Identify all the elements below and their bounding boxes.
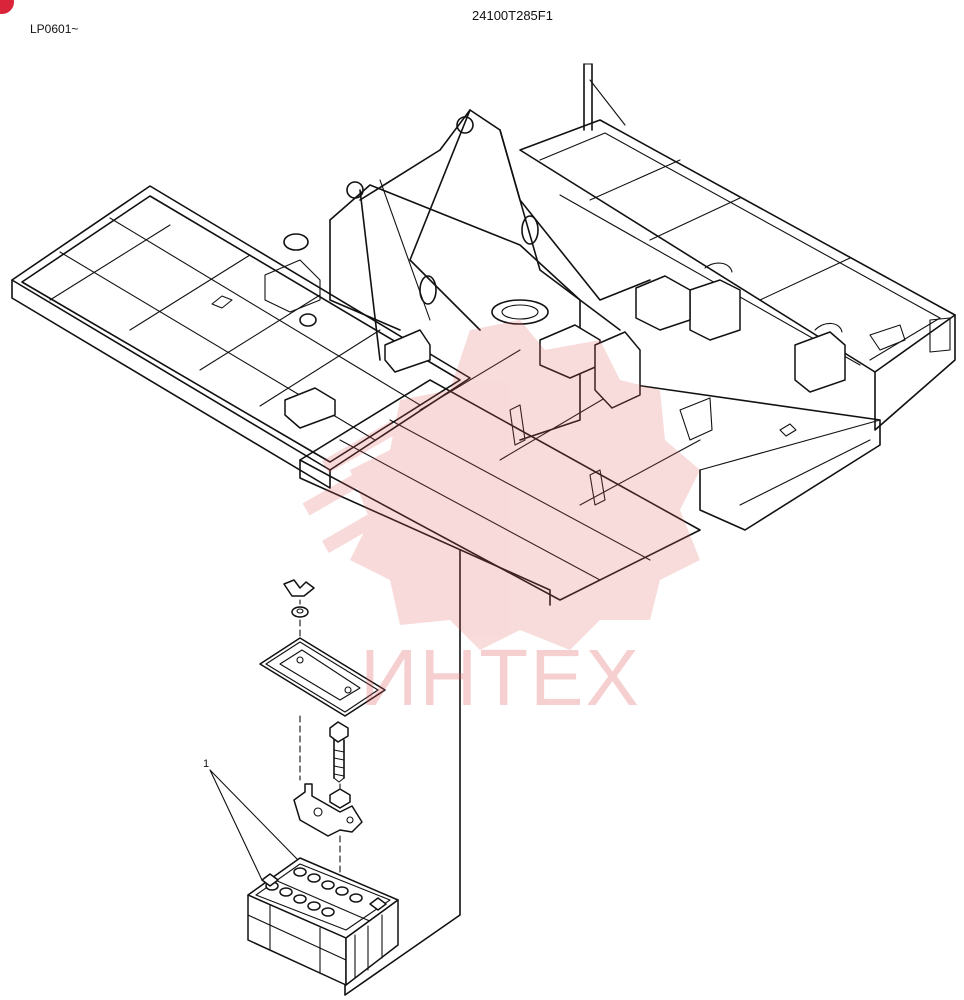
battery-hold-down-parts xyxy=(259,579,386,881)
callout-leader xyxy=(209,769,299,881)
wing-nut xyxy=(283,579,315,597)
callout-label-1: 1 xyxy=(203,758,210,770)
upper-frame xyxy=(11,63,956,606)
hold-down-plate xyxy=(259,637,386,717)
hold-down-bolt xyxy=(329,721,349,783)
battery-bracket xyxy=(293,783,363,837)
serial-range-label: LP0601~ xyxy=(30,22,79,36)
washer xyxy=(291,606,309,618)
hex-nut xyxy=(329,788,351,809)
watermark-gear-logo xyxy=(302,320,700,650)
watermark-text: ИНТЕХ xyxy=(360,633,641,722)
drawing-number: 24100T285F1 xyxy=(472,8,553,23)
battery xyxy=(247,857,399,986)
